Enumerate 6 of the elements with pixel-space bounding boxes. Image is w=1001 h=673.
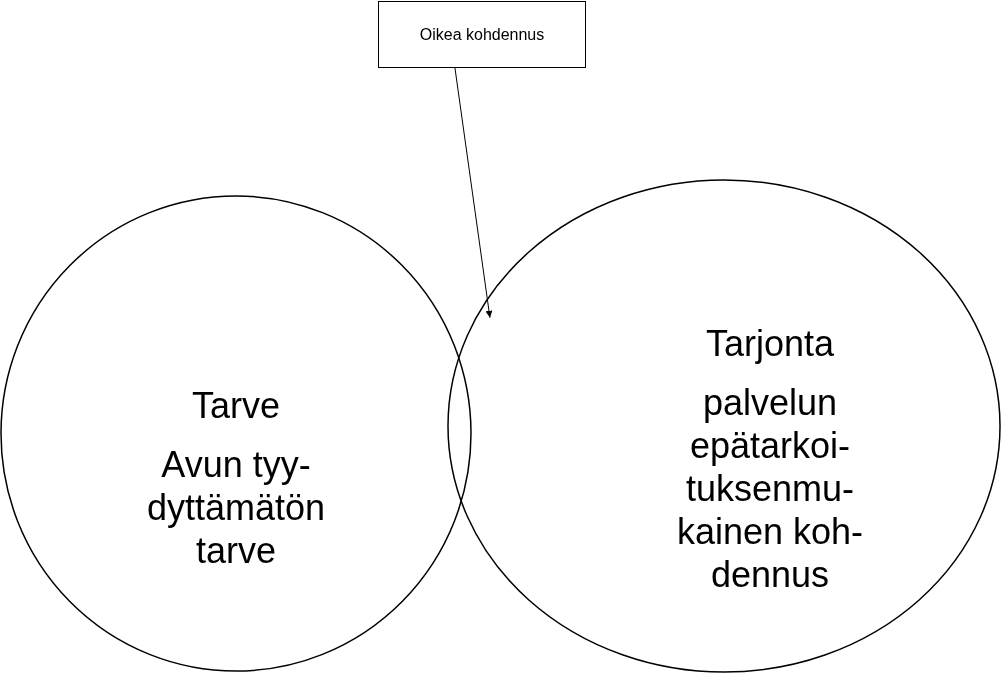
text-box: Oikea kohdennus xyxy=(378,1,586,68)
circle-heading: Tarve xyxy=(191,384,281,427)
circle-heading: Tarjonta xyxy=(704,322,836,365)
circle-description: palvelun epätarkoi- tuksenmu- kainen koh- dennus xyxy=(675,381,865,596)
leader-arrow xyxy=(454,67,493,319)
circle-description: Avun tyy- dyttämätön tarve xyxy=(145,443,327,572)
